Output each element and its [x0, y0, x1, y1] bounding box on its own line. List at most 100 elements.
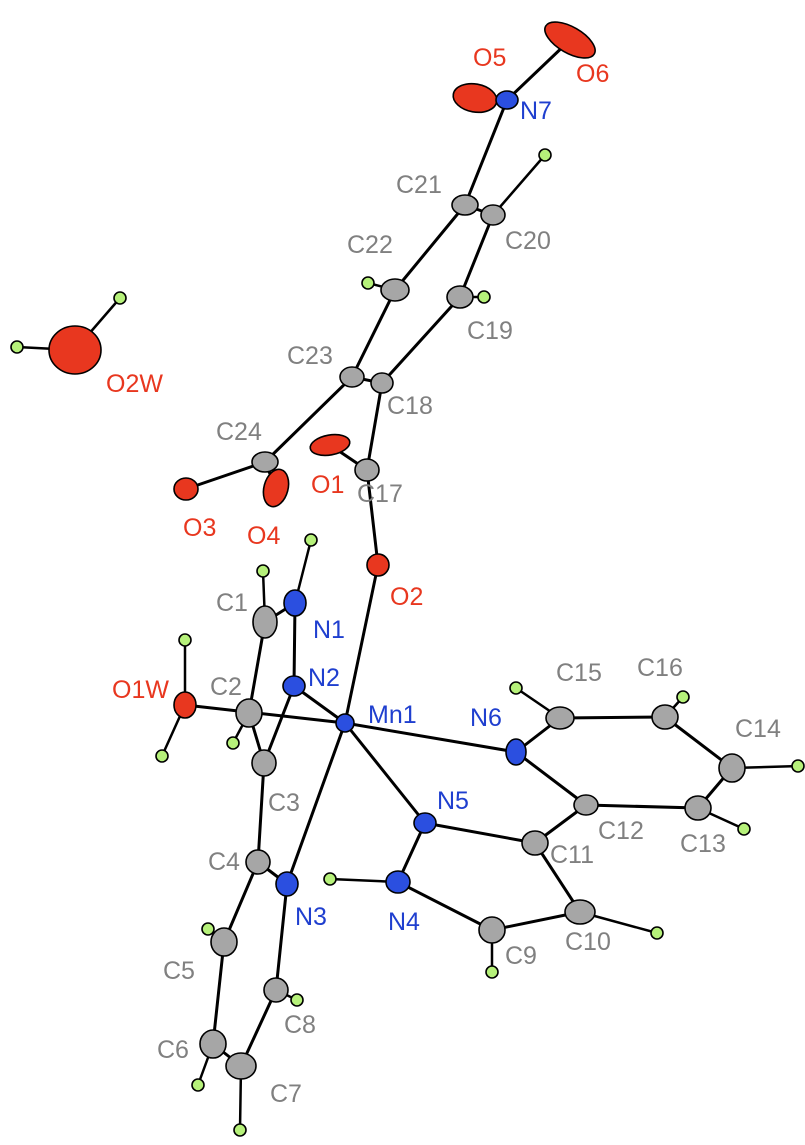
hydrogen-bonds: [15, 153, 802, 1132]
hydrogen-atom: [155, 749, 169, 763]
label-c11: C11: [550, 841, 594, 869]
bond-n7-c21: [463, 98, 509, 207]
atom-n6: [505, 738, 527, 766]
atom-c13: [684, 795, 712, 821]
label-c16: C16: [637, 654, 683, 682]
bond-c3-c4: [256, 761, 266, 864]
atom-o5: [452, 82, 498, 114]
label-o6: O6: [576, 60, 609, 88]
atom-c19: [446, 285, 474, 309]
bond-n4-c9: [396, 880, 494, 932]
hydrogen-atom: [538, 148, 552, 162]
label-c4: C4: [208, 848, 240, 876]
label-n1: N1: [313, 616, 345, 644]
bond-c10-c11: [533, 841, 582, 914]
label-c18: C18: [387, 392, 433, 420]
label-c20: C20: [505, 227, 551, 255]
atom-n7: [495, 90, 519, 110]
atom-c18: [370, 372, 394, 394]
bond-c19-c18: [380, 295, 462, 385]
atom-c7: [225, 1052, 257, 1080]
hydrogen-atom: [509, 681, 523, 695]
label-n6: N6: [470, 704, 502, 732]
atom-c24: [251, 451, 279, 473]
hydrogen-atom: [201, 922, 215, 936]
atom-n1: [283, 589, 307, 617]
label-mn1: Mn1: [368, 701, 417, 729]
atom-n2: [282, 675, 306, 697]
atom-o4: [262, 468, 290, 508]
label-c13: C13: [680, 830, 726, 858]
label-c15: C15: [556, 659, 602, 687]
bond-c11-n5: [423, 821, 537, 845]
hydrogen-atom: [361, 276, 375, 290]
atom-c23: [339, 366, 365, 388]
atom-n5: [413, 812, 437, 834]
heavy-atoms: [48, 21, 746, 1080]
atom-c10: [564, 899, 596, 925]
hydrogen-atom: [477, 290, 491, 304]
bond-c22-c23: [350, 288, 397, 379]
atom-c11: [521, 830, 549, 856]
bond-c21-c22: [393, 203, 467, 292]
atom-n4: [385, 870, 411, 894]
label-o1: O1: [311, 471, 344, 499]
hydrogen-atom: [10, 340, 24, 354]
bond-o6-n7: [505, 38, 572, 102]
label-c12: C12: [598, 817, 644, 845]
hydrogen-atoms: [10, 148, 805, 1137]
label-n3: N3: [295, 903, 327, 931]
bond-n2-c3: [262, 684, 296, 765]
label-c9: C9: [505, 942, 537, 970]
atom-o2: [366, 553, 390, 577]
atom-c17: [354, 458, 380, 482]
label-o1w: O1W: [112, 676, 169, 704]
label-o3: O3: [183, 514, 216, 542]
bond-mn1-n5: [343, 721, 427, 825]
bond-c5-c6: [211, 940, 226, 1046]
atom-c8: [263, 977, 289, 1003]
atom-c5: [210, 927, 238, 957]
label-c5: C5: [163, 957, 195, 985]
hydrogen-atom: [737, 822, 751, 836]
label-c7: C7: [270, 1080, 302, 1108]
label-n7: N7: [520, 97, 552, 125]
atom-c12: [573, 794, 599, 816]
hydrogen-atom: [191, 1078, 205, 1092]
bond-mn1-n6: [343, 721, 518, 754]
bonds: [183, 38, 734, 1068]
label-n5: N5: [437, 787, 469, 815]
bond-o2-mn1: [343, 563, 380, 725]
label-o2w: O2W: [106, 370, 163, 398]
label-o2: O2: [390, 583, 423, 611]
bond-c20-h: [491, 153, 547, 217]
atom-c4: [245, 849, 271, 875]
atom-labels: O5 O6 N7 C21 C20 C22 C19 C23 C18 O2W C24…: [106, 44, 781, 1108]
atom-o3: [173, 477, 199, 501]
bond-c15-c16: [558, 715, 667, 720]
hydrogen-atom: [233, 1123, 247, 1137]
label-c14: C14: [735, 715, 781, 743]
label-c1: C1: [216, 589, 248, 617]
hydrogen-atom: [256, 564, 270, 578]
label-c24: C24: [216, 418, 262, 446]
bond-c13-c12: [584, 803, 700, 810]
hydrogen-atom: [650, 926, 664, 940]
label-c22: C22: [347, 231, 393, 259]
hydrogen-atom: [323, 872, 337, 886]
hydrogen-atom: [226, 736, 240, 750]
bond-n3-c8: [274, 882, 289, 992]
atom-c14: [718, 753, 746, 783]
atom-o1w: [173, 691, 197, 719]
label-c3: C3: [268, 789, 300, 817]
atom-c21: [451, 194, 479, 216]
hydrogen-atom: [791, 759, 805, 773]
label-n4: N4: [388, 908, 420, 936]
atom-c15: [545, 706, 575, 730]
hydrogen-atom: [304, 533, 318, 547]
atom-o1: [309, 433, 351, 457]
label-c10: C10: [565, 928, 611, 956]
label-c17: C17: [357, 480, 403, 508]
label-o4: O4: [247, 522, 280, 550]
